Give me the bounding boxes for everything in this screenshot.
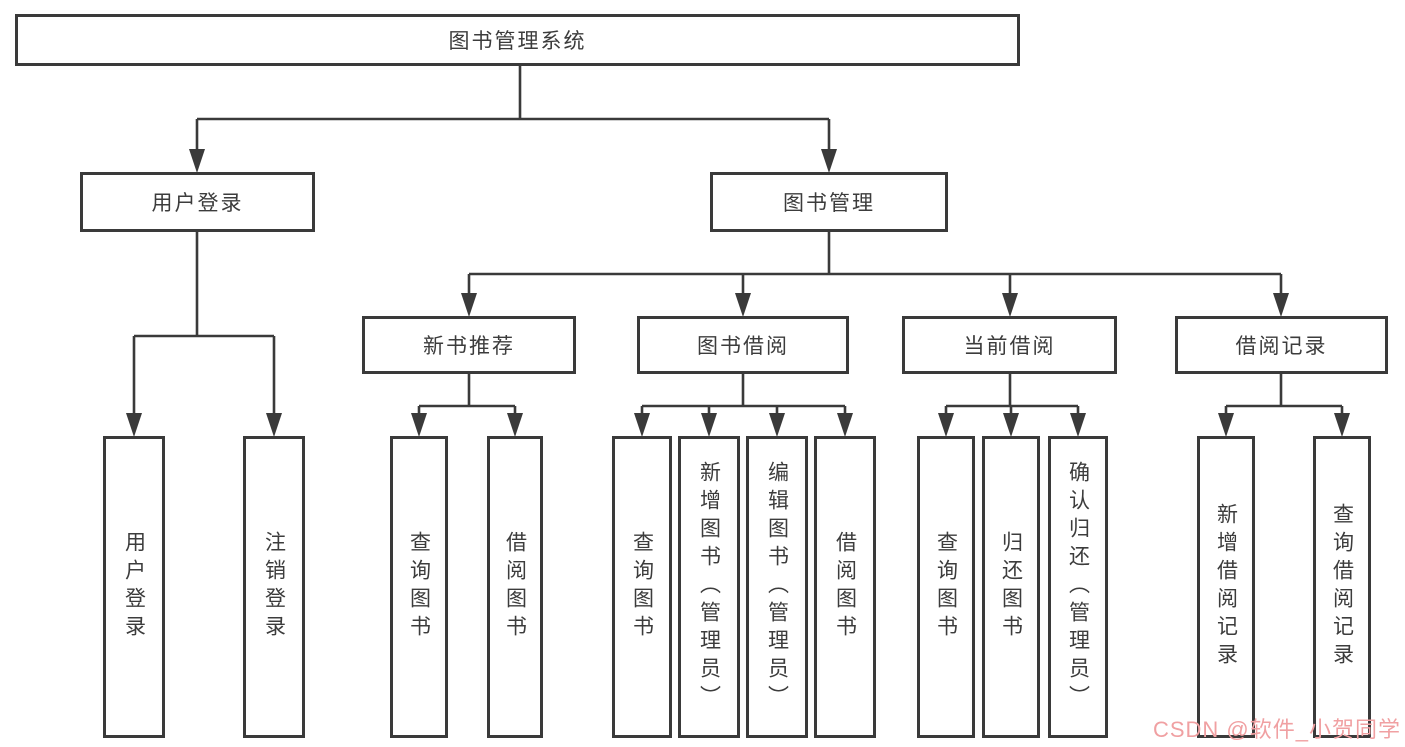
node-book-borrow: 图书借阅 — [637, 316, 849, 374]
node-leaf-user-login-label: 用户登录 — [122, 531, 146, 643]
node-book-borrow-label: 图书借阅 — [697, 335, 789, 358]
node-library-system-label: 图书管理系统 — [448, 30, 587, 53]
node-book-management: 图书管理 — [710, 172, 948, 232]
node-leaf-return-books-label: 归还图书 — [999, 531, 1023, 643]
node-leaf-borrow-books-label: 借阅图书 — [833, 531, 857, 643]
node-leaf-edit-books-admin-label: 编辑图书（管理员） — [765, 461, 789, 713]
node-leaf-add-books-admin: 新增图书（管理员） — [678, 436, 740, 738]
node-current-borrow-label: 当前借阅 — [963, 335, 1056, 358]
node-leaf-add-borrow-record: 新增借阅记录 — [1197, 436, 1255, 738]
node-leaf-add-books-admin-label: 新增图书（管理员） — [697, 461, 721, 713]
node-leaf-logout: 注销登录 — [243, 436, 305, 738]
node-leaf-borrow-books-recommend: 借阅图书 — [487, 436, 543, 738]
node-leaf-query-books-recommend: 查询图书 — [390, 436, 448, 738]
node-leaf-confirm-return-admin: 确认归还（管理员） — [1048, 436, 1108, 738]
node-new-book-recommend-label: 新书推荐 — [423, 335, 515, 358]
node-user-login-label: 用户登录 — [151, 192, 244, 215]
node-borrow-records-label: 借阅记录 — [1235, 335, 1328, 358]
node-leaf-query-books-current: 查询图书 — [917, 436, 975, 738]
node-leaf-confirm-return-admin-label: 确认归还（管理员） — [1066, 461, 1090, 713]
node-leaf-query-books-current-label: 查询图书 — [934, 531, 958, 643]
node-leaf-query-borrow-record: 查询借阅记录 — [1313, 436, 1371, 738]
node-leaf-user-login: 用户登录 — [103, 436, 165, 738]
node-user-login: 用户登录 — [80, 172, 315, 232]
node-leaf-query-books-borrow: 查询图书 — [612, 436, 672, 738]
node-leaf-query-borrow-record-label: 查询借阅记录 — [1330, 503, 1354, 671]
node-book-management-label: 图书管理 — [783, 192, 875, 215]
node-leaf-query-books-borrow-label: 查询图书 — [630, 531, 654, 643]
node-leaf-borrow-books: 借阅图书 — [814, 436, 876, 738]
node-leaf-edit-books-admin: 编辑图书（管理员） — [746, 436, 808, 738]
node-leaf-return-books: 归还图书 — [982, 436, 1040, 738]
node-leaf-add-borrow-record-label: 新增借阅记录 — [1214, 503, 1238, 671]
node-leaf-logout-label: 注销登录 — [262, 531, 286, 643]
node-new-book-recommend: 新书推荐 — [362, 316, 576, 374]
csdn-watermark: CSDN @软件_小贺同学 — [1152, 717, 1401, 742]
node-current-borrow: 当前借阅 — [902, 316, 1117, 374]
node-library-system: 图书管理系统 — [15, 14, 1020, 66]
node-borrow-records: 借阅记录 — [1175, 316, 1388, 374]
node-leaf-query-books-recommend-label: 查询图书 — [407, 531, 431, 643]
node-leaf-borrow-books-recommend-label: 借阅图书 — [503, 531, 527, 643]
